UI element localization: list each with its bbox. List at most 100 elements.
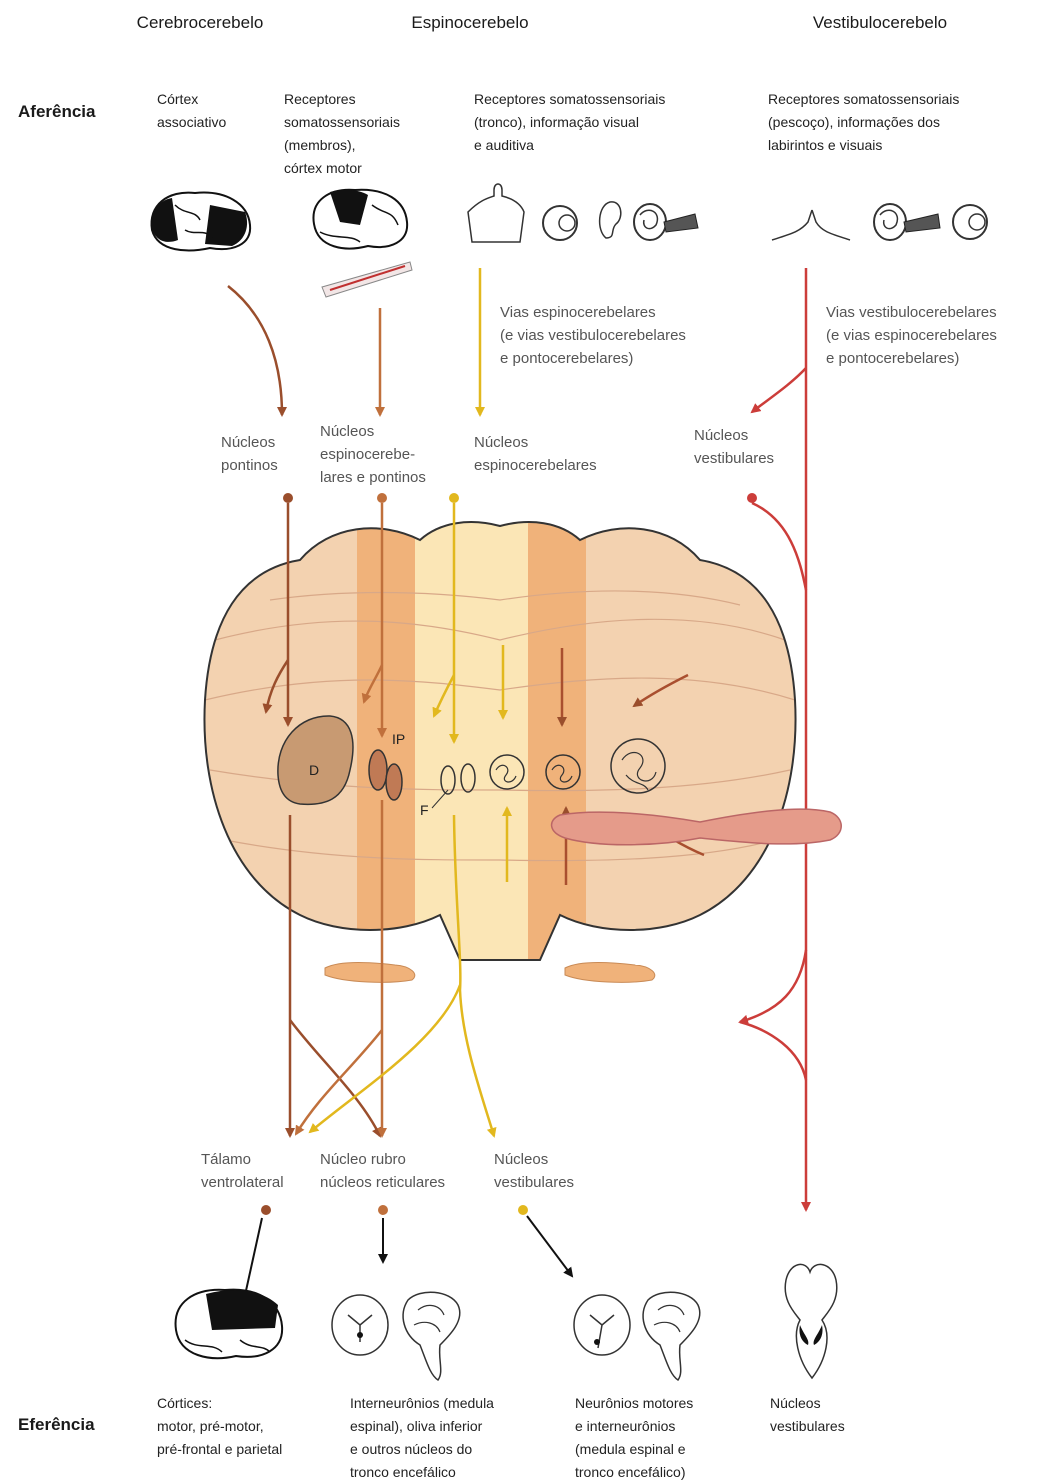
spinocerebellar-nuclei-label: Núcleos espinocerebelares [474, 434, 597, 474]
svg-text:F: F [420, 802, 429, 818]
output-cortex-brain-icon [176, 1290, 283, 1359]
vestibular-dot [747, 493, 757, 503]
svg-text:Córtices:: Córtices: [157, 1395, 212, 1411]
svg-text:(membros),: (membros), [284, 137, 356, 153]
vestibular-nucleus-branch [752, 503, 806, 590]
vestibular-nuclei-top-label: Núcleos vestibulares [694, 427, 774, 467]
svg-text:e auditiva: e auditiva [474, 137, 534, 153]
svg-text:Interneurônios (medula: Interneurônios (medula [350, 1395, 494, 1411]
svg-text:Núcleos: Núcleos [770, 1395, 821, 1411]
svg-text:Núcleo rubro: Núcleo rubro [320, 1151, 406, 1168]
svg-text:lares e pontinos: lares e pontinos [320, 469, 426, 486]
motor-neurons-output-label: Neurônios motores e interneurônios (medu… [575, 1395, 693, 1480]
efferent-label: Eferência [18, 1415, 95, 1434]
vestibulocerebellar-pathway-label: Vias vestibulocerebelares (e vias espino… [826, 304, 997, 367]
svg-text:(tronco), informação visual: (tronco), informação visual [474, 114, 639, 130]
svg-text:Núcleos: Núcleos [694, 427, 748, 444]
svg-text:associativo: associativo [157, 114, 226, 130]
svg-text:pontinos: pontinos [221, 457, 278, 474]
svg-text:(medula espinal e: (medula espinal e [575, 1441, 686, 1457]
svg-text:Córtex: Córtex [157, 91, 198, 107]
trunk-torso-icon [468, 184, 524, 242]
red-nucleus-dot [378, 1205, 388, 1215]
association-cortex-brain-icon [151, 193, 250, 251]
cerebellum-body [180, 500, 820, 982]
input-vestibulo-text: Receptores somatossensoriais (pescoço), … [768, 91, 959, 153]
spinal-cord-section-icon-2 [574, 1295, 630, 1355]
vestibular-target-dot [518, 1205, 528, 1215]
svg-text:tronco encefálico: tronco encefálico [350, 1464, 456, 1480]
svg-text:e outros núcleos do: e outros núcleos do [350, 1441, 472, 1457]
labyrinth-icon-2 [874, 204, 940, 240]
spinocerebellar-dot [449, 493, 459, 503]
column-header-cerebrocerebellum: Cerebrocerebelo [137, 13, 264, 32]
svg-text:tronco encefálico): tronco encefálico) [575, 1464, 686, 1480]
svg-text:vestibulares: vestibulares [694, 450, 774, 467]
vestibular-to-motor-arrow [527, 1216, 572, 1276]
red-nucleus-label: Núcleo rubro núcleos reticulares [320, 1151, 445, 1191]
svg-text:Núcleos: Núcleos [320, 423, 374, 440]
svg-text:Neurônios motores: Neurônios motores [575, 1395, 693, 1411]
afferent-label: Aferência [18, 102, 96, 121]
fastigial-to-thalamus-tract [310, 985, 460, 1132]
column-header-spinocerebellum: Espinocerebelo [411, 13, 528, 32]
thalamus-dot [261, 1205, 271, 1215]
vestibular-to-band-arrow [740, 950, 806, 1022]
svg-text:(e vias espinocerebelares: (e vias espinocerebelares [826, 327, 997, 344]
vestibular-nuclei-target-label: Núcleos vestibulares [494, 1151, 574, 1191]
neck-icon [772, 210, 850, 240]
eye-icon-2 [953, 205, 987, 239]
svg-text:somatossensoriais: somatossensoriais [284, 114, 400, 130]
svg-text:espinocerebelares: espinocerebelares [474, 457, 597, 474]
input-cerebro-text: Córtex associativo [157, 91, 226, 130]
vestibular-nuclei-output-label: Núcleos vestibulares [770, 1395, 845, 1434]
svg-text:Vias vestibulocerebelares: Vias vestibulocerebelares [826, 304, 997, 321]
svg-text:IP: IP [392, 731, 405, 747]
svg-text:labirintos e visuais: labirintos e visuais [768, 137, 882, 153]
limb-muscle-icon [322, 262, 412, 297]
svg-text:Vias espinocerebelares: Vias espinocerebelares [500, 304, 656, 321]
spinal-pontine-nuclei-label: Núcleos espinocerebe- lares e pontinos [320, 423, 426, 486]
svg-text:vestibulares: vestibulares [494, 1174, 574, 1191]
vestibular-brainstem-icon [785, 1264, 837, 1378]
svg-text:(pescoço), informações dos: (pescoço), informações dos [768, 114, 940, 130]
cortices-output-label: Córtices: motor, pré-motor, pré-frontal … [157, 1395, 282, 1457]
arrow-to-vestibular-nuclei [752, 368, 806, 412]
thalamus-label: Tálamo ventrolateral [201, 1151, 284, 1191]
column-header-vestibulocerebellum: Vestibulocerebelo [813, 13, 947, 32]
svg-text:e interneurônios: e interneurônios [575, 1418, 675, 1434]
svg-text:e pontocerebelares): e pontocerebelares) [826, 350, 959, 367]
svg-text:Tálamo: Tálamo [201, 1151, 251, 1168]
eye-icon [543, 206, 577, 240]
svg-text:espinocerebe-: espinocerebe- [320, 446, 415, 463]
brainstem-cerebellum-icon-2 [643, 1292, 700, 1380]
svg-text:pré-frontal e parietal: pré-frontal e parietal [157, 1441, 282, 1457]
svg-text:Receptores somatossensoriais: Receptores somatossensoriais [474, 91, 665, 107]
input-espino-limb-text: Receptores somatossensoriais (membros), … [284, 91, 400, 176]
svg-text:(e vias vestibulocerebelares: (e vias vestibulocerebelares [500, 327, 686, 344]
svg-text:Receptores somatossensoriais: Receptores somatossensoriais [768, 91, 959, 107]
svg-text:Núcleos: Núcleos [494, 1151, 548, 1168]
input-espino-trunk-text: Receptores somatossensoriais (tronco), i… [474, 91, 665, 153]
svg-text:espinal), oliva inferior: espinal), oliva inferior [350, 1418, 483, 1434]
spinal-pontine-dot [377, 493, 387, 503]
ear-icon [600, 202, 621, 238]
band-split-arrow [740, 1022, 806, 1080]
arrow-cortex-to-pontine [228, 286, 282, 415]
spinal-cord-section-icon [332, 1295, 388, 1355]
brainstem-cerebellum-icon [403, 1292, 460, 1380]
labyrinth-icon [634, 204, 698, 240]
motor-cortex-brain-icon [313, 190, 407, 249]
pontine-nuclei-label: Núcleos pontinos [221, 434, 278, 474]
spinocerebellar-pathway-label: Vias espinocerebelares (e vias vestibulo… [500, 304, 686, 367]
svg-text:núcleos reticulares: núcleos reticulares [320, 1174, 445, 1191]
svg-text:Núcleos: Núcleos [221, 434, 275, 451]
svg-text:Núcleos: Núcleos [474, 434, 528, 451]
svg-text:vestibulares: vestibulares [770, 1418, 845, 1434]
svg-text:ventrolateral: ventrolateral [201, 1174, 284, 1191]
svg-text:motor, pré-motor,: motor, pré-motor, [157, 1418, 264, 1434]
svg-text:D: D [309, 762, 319, 778]
svg-text:Receptores: Receptores [284, 91, 356, 107]
svg-text:córtex motor: córtex motor [284, 160, 362, 176]
